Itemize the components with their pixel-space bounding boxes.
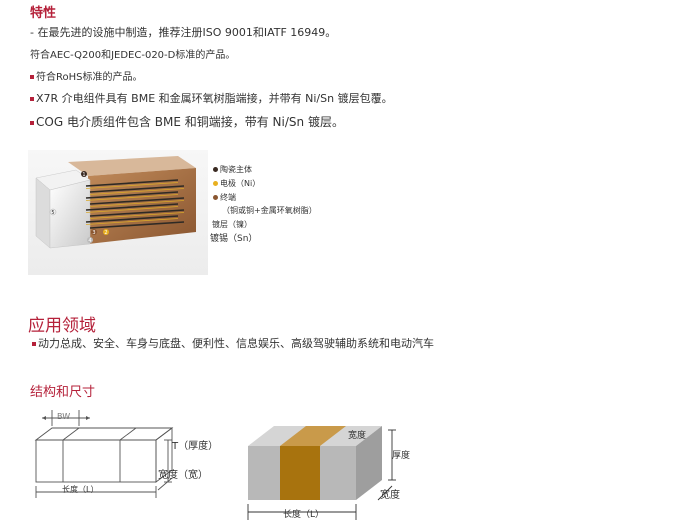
feature-line-2: 符合AEC-Q200和JEDEC-020-D标准的产品。 [30, 50, 236, 61]
applications-line: 动力总成、安全、车身与底盘、便利性、信息娱乐、高级驾驶辅助系统和电动汽车 [32, 335, 434, 351]
chip-3d-dimension-illustration [247, 426, 396, 520]
termination-dot-icon [213, 195, 218, 200]
capacitor-cutaway-illustration: 1 5 3 4 2 [28, 150, 208, 275]
marker-1: 1 [82, 172, 85, 178]
applications-title: 应用领域 [28, 316, 96, 336]
marker-2: 2 [104, 230, 107, 236]
legend-ceramic-body: 陶瓷主体 [220, 165, 252, 174]
legend-termination-note: （铜或铜+金属环氧树脂） [222, 206, 317, 215]
length-label-left: 长度（L） [62, 485, 99, 494]
width-label-top: 宽度 [348, 431, 367, 441]
features-title: 特性 [30, 6, 57, 21]
ceramic-body-dot-icon [213, 167, 218, 172]
bullet-icon [30, 120, 34, 125]
thickness-label-left: T（厚度） [172, 441, 219, 452]
legend-plating: 镀层（镍） [212, 220, 252, 229]
electrode-dot-icon [213, 181, 218, 186]
marker-5: 5 [51, 210, 54, 216]
bullet-icon [30, 97, 34, 101]
feature-line-3: 符合RoHS标准的产品。 [30, 68, 142, 83]
dimension-line-drawing [34, 410, 174, 498]
width-label-left: 宽度（宽） [158, 470, 208, 481]
bw-label: BW [57, 412, 71, 421]
feature-line-1: - 在最先进的设施中制造，推荐注册ISO 9001和IATF 16949。 [30, 26, 337, 39]
legend-electrode: 电极（Ni） [220, 179, 261, 188]
structure-title: 结构和尺寸 [30, 385, 96, 400]
marker-4: 4 [88, 238, 91, 244]
width-label-side: 宽度 [380, 490, 400, 501]
bullet-icon [30, 75, 34, 79]
legend-tin-plating: 镀锡（Sn） [210, 234, 258, 244]
marker-3: 3 [92, 230, 95, 236]
length-label-right: 长度（L） [283, 510, 325, 520]
feature-line-4: X7R 介电组件具有 BME 和金属环氧树脂端接，并带有 Ni/Sn 镀层包覆。 [30, 90, 393, 106]
thickness-label-right: 厚度 [392, 451, 411, 461]
bullet-icon [32, 342, 36, 346]
feature-line-5: COG 电介质组件包含 BME 和铜端接，带有 Ni/Sn 镀层。 [30, 113, 344, 130]
legend-termination: 终端 [220, 193, 236, 202]
